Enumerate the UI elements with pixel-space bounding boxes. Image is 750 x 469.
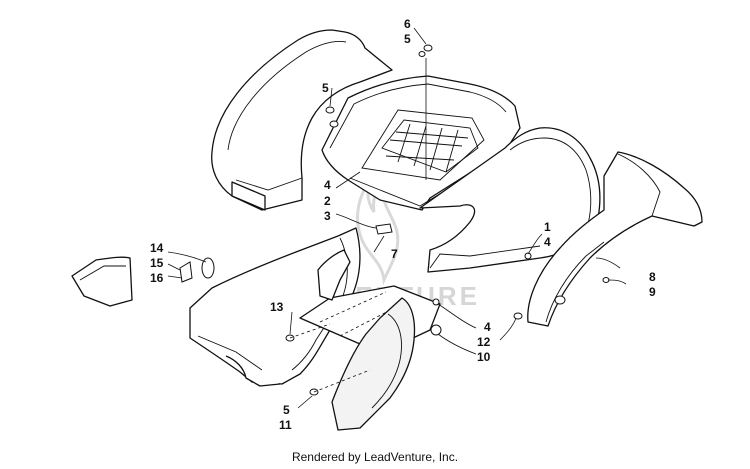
mud-flap — [331, 297, 416, 431]
callout-2: 2 — [324, 194, 331, 208]
callout-6: 6 — [404, 17, 411, 31]
grommet-icon — [554, 295, 566, 305]
callout-10: 10 — [477, 350, 491, 364]
screw-icon-6 — [423, 44, 433, 52]
side-panel-small — [71, 256, 133, 307]
rear-rack-tray — [321, 75, 521, 211]
callout-9: 9 — [649, 285, 656, 299]
nut-icon-4 — [432, 298, 440, 306]
callout-3: 3 — [324, 209, 331, 223]
strap-icon-14 — [201, 257, 215, 279]
inner-panel — [317, 249, 351, 301]
callout-8: 8 — [649, 270, 656, 284]
callout-4: 4 — [544, 235, 551, 249]
callout-5: 5 — [322, 81, 329, 95]
callout-1: 1 — [544, 220, 551, 234]
callout-4: 4 — [484, 320, 491, 334]
callout-16: 16 — [150, 271, 164, 285]
clip-icon-15 — [179, 261, 193, 283]
callout-4: 4 — [324, 178, 331, 192]
leader-lines — [167, 27, 627, 409]
callout-11: 11 — [279, 418, 292, 432]
callout-14: 14 — [150, 241, 164, 255]
callout-12: 12 — [477, 335, 491, 349]
rivet-icon — [329, 120, 339, 128]
plug-icon-10 — [430, 324, 442, 336]
callout-labels: 6 5 5 4 2 3 1 4 7 8 9 14 15 16 13 4 12 1… — [150, 17, 656, 432]
callout-15: 15 — [150, 256, 164, 270]
right-fender-extension — [527, 151, 703, 327]
screw-icon-12 — [513, 312, 523, 320]
callout-5: 5 — [404, 32, 411, 46]
footer-credit: Rendered by LeadVenture, Inc. — [291, 450, 459, 464]
hardware — [179, 44, 610, 396]
watermark-flame-icon — [355, 174, 400, 286]
washer-icon — [418, 51, 426, 57]
bracket-icon-7 — [375, 223, 393, 235]
callout-5: 5 — [283, 403, 290, 417]
screw-icon — [325, 106, 335, 114]
callout-7: 7 — [391, 247, 398, 261]
nut-icon — [524, 252, 532, 260]
callout-13: 13 — [270, 300, 284, 314]
rear-left-fender — [211, 29, 393, 211]
